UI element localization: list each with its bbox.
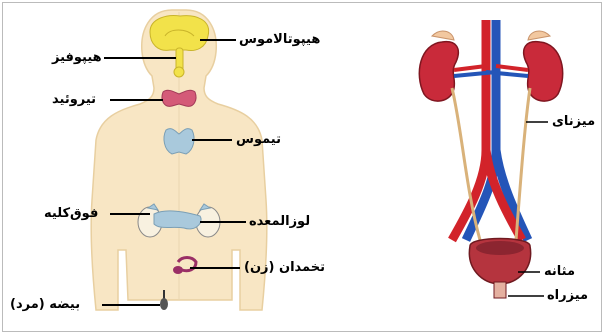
label-thyroid: تیروئید: [52, 93, 96, 106]
urinary-system: [419, 20, 562, 298]
label-ovary: تخمدان (زن): [244, 261, 325, 274]
label-thymus: تیموس: [236, 133, 281, 146]
label-pituitary: هیپوفیز: [52, 51, 102, 64]
label-bladder: مثانه: [544, 265, 575, 278]
label-urethra: میزراه: [547, 289, 588, 302]
label-ureter: میزنای: [552, 115, 595, 128]
label-adrenal: فوق‌کلیه: [44, 207, 98, 220]
label-testis: بیضه (مرد): [10, 298, 80, 311]
label-pancreas: لوزالمعده: [249, 215, 310, 228]
label-hypothalamus: هیپوتالاموس: [239, 33, 320, 46]
